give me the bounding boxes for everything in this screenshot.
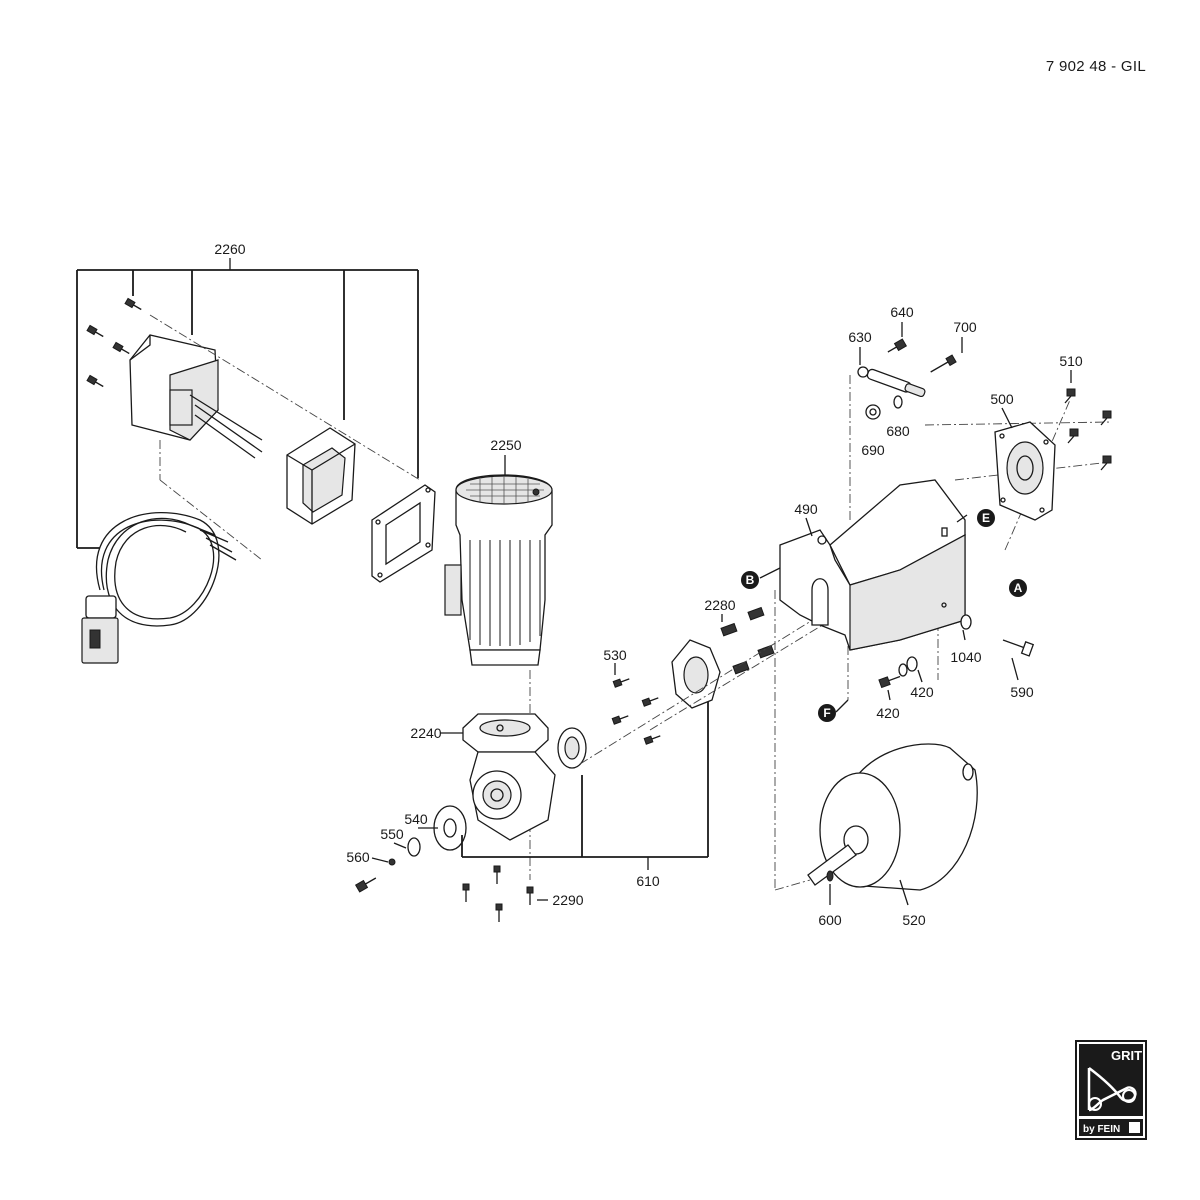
callout-2280: 2280: [704, 597, 735, 613]
svg-text:B: B: [746, 573, 755, 587]
grit-by-fein-logo: GRIT by FEIN: [1075, 1040, 1147, 1140]
callout-600: 600: [818, 912, 842, 928]
callout-420-a: 420: [910, 684, 934, 700]
callout-2250: 2250: [490, 437, 521, 453]
callout-700: 700: [953, 319, 977, 335]
callout-2260: 2260: [214, 241, 245, 257]
gasket: [371, 484, 436, 583]
marker-b: B: [741, 571, 759, 589]
power-cable: [81, 512, 237, 664]
screws-510: [1064, 388, 1112, 471]
washer-1040: [960, 614, 972, 630]
screws-530: [611, 678, 661, 745]
callout-2290: 2290: [552, 892, 583, 908]
screws-2290: [462, 865, 548, 922]
terminal-box: [129, 314, 421, 561]
screw-590: [1002, 639, 1035, 657]
leader-lines: [371, 322, 1072, 906]
marker-f: F: [818, 704, 836, 722]
guard-housing-490: [779, 479, 966, 651]
marker-e: E: [977, 509, 995, 527]
callout-530: 530: [603, 647, 627, 663]
callout-630: 630: [848, 329, 872, 345]
washer-550: [388, 837, 421, 866]
callout-510: 510: [1059, 353, 1083, 369]
callout-2240: 2240: [410, 725, 441, 741]
callout-680: 680: [886, 423, 910, 439]
screws-420: [878, 656, 918, 689]
logo-brand-text: GRIT: [1111, 1048, 1142, 1063]
reference-markers: A B E F: [741, 509, 1027, 722]
callout-1040: 1040: [950, 649, 981, 665]
callout-490: 490: [794, 501, 818, 517]
drive-roller-520: [807, 743, 978, 891]
bracket-2260: [76, 258, 419, 549]
document-id: 7 902 48 - GIL: [1045, 58, 1146, 75]
callout-labels: 2260 2250 2240 2280 2290 530 540 550 560…: [214, 241, 1082, 928]
bearing-flange-500: [994, 421, 1056, 521]
svg-text:F: F: [823, 706, 830, 720]
callout-540: 540: [404, 811, 428, 827]
screw-560: [354, 877, 377, 893]
screws-2280: [720, 606, 775, 675]
marker-a: A: [1009, 579, 1027, 597]
terminal-cover: [286, 427, 356, 525]
callout-550: 550: [380, 826, 404, 842]
callout-520: 520: [902, 912, 926, 928]
callout-590: 590: [1010, 684, 1034, 700]
gas-spring-assembly: [857, 338, 957, 420]
callout-640: 640: [890, 304, 914, 320]
motor-2250: [444, 455, 553, 880]
callout-420-b: 420: [876, 705, 900, 721]
callout-610: 610: [636, 873, 660, 889]
svg-text:A: A: [1014, 581, 1023, 595]
terminal-box-screws: [86, 297, 142, 388]
callout-560: 560: [346, 849, 370, 865]
callout-500: 500: [990, 391, 1014, 407]
bracket-610: [461, 690, 709, 870]
logo-maker-text: by FEIN: [1083, 1124, 1120, 1135]
gear-housing-2240: [462, 713, 556, 841]
seal-ring: [557, 727, 587, 769]
svg-text:E: E: [982, 511, 990, 525]
coupling-flange: [671, 639, 721, 709]
callout-690: 690: [861, 442, 885, 458]
